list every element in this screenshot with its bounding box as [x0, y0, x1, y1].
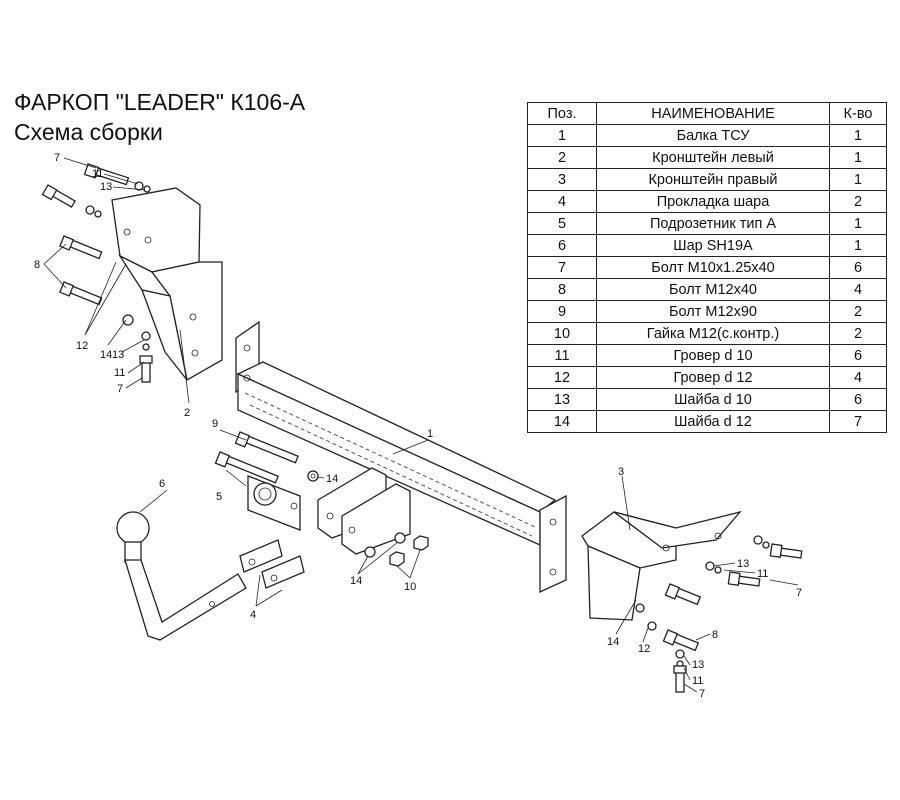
callout-11: 11 [114, 367, 125, 379]
callout-6: 6 [159, 478, 165, 490]
callout-12: 12 [76, 340, 88, 352]
callout-13: 13 [737, 558, 749, 570]
callout-14: 14 [100, 349, 112, 361]
callout-8: 8 [712, 629, 718, 641]
cell-name: Гайка М12(с.контр.) [596, 322, 830, 345]
callout-2: 2 [184, 407, 190, 419]
callout-14: 14 [326, 473, 338, 485]
callout-labels: 7 11 13 8 12 14 13 11 7 2 1 9 6 5 14 4 1… [34, 152, 802, 700]
callout-7: 7 [796, 587, 802, 599]
leader-lines [43, 157, 799, 693]
cell-name: Шар SH19A [596, 234, 830, 257]
callout-8: 8 [34, 259, 40, 271]
left-bolt-7-side [41, 184, 76, 208]
cell-pos: 14 [527, 410, 597, 433]
left-bracket-part [111, 187, 223, 382]
washers-14-lower [364, 532, 406, 558]
right-bracket-part [581, 510, 742, 621]
washer-14-upper [307, 470, 319, 482]
cell-name: Подрозетник тип А [596, 212, 830, 235]
cell-qty: 1 [829, 212, 887, 235]
right-bolts-7 [727, 543, 803, 587]
tow-ball-part [116, 511, 247, 641]
callout-13: 13 [692, 659, 704, 671]
callout-7: 7 [699, 688, 705, 700]
callout-12: 12 [638, 643, 650, 655]
left-bolt-7-bottom [139, 355, 153, 383]
diagram-title: ФАРКОП "LEADER" К106-А [14, 89, 306, 115]
left-bolts-8 [59, 235, 103, 306]
callout-11: 11 [92, 168, 103, 180]
right-bolt-7-bottom [673, 665, 687, 693]
nuts-10 [389, 535, 429, 567]
callout-14: 14 [607, 636, 619, 648]
column-header-pos: Поз. [527, 102, 597, 125]
diagram-subtitle: Схема сборки [14, 119, 163, 145]
callout-13: 13 [100, 181, 112, 193]
cell-name: Болт М12x90 [596, 300, 830, 323]
long-bolts-9 [214, 431, 299, 484]
cell-qty: 7 [829, 410, 887, 433]
cell-name: Кронштейн левый [596, 146, 830, 169]
callout-7: 7 [54, 152, 60, 164]
parts-table-header-row: Поз. НАИМЕНОВАНИЕ К-во [527, 102, 887, 125]
callout-11: 11 [757, 568, 768, 580]
callout-4: 4 [250, 609, 256, 621]
right-bolts-8 [662, 583, 702, 652]
hitch-plates [317, 467, 411, 555]
callout-14: 14 [350, 575, 362, 587]
callout-5: 5 [216, 491, 222, 503]
callout-11: 11 [692, 675, 703, 687]
main-beam-part [235, 320, 567, 594]
callout-10: 10 [404, 581, 416, 593]
ball-spacer-plates [239, 539, 305, 589]
socket-plate-part [247, 475, 301, 531]
cell-name: Гровер d 10 [596, 344, 830, 367]
callout-7: 7 [117, 383, 123, 395]
callout-3: 3 [618, 466, 624, 478]
callout-13: 13 [112, 349, 124, 361]
callout-1: 1 [427, 428, 433, 440]
cell-pos: 11 [527, 344, 597, 367]
callout-9: 9 [212, 418, 218, 430]
cell-name: Прокладка шара [596, 190, 830, 213]
